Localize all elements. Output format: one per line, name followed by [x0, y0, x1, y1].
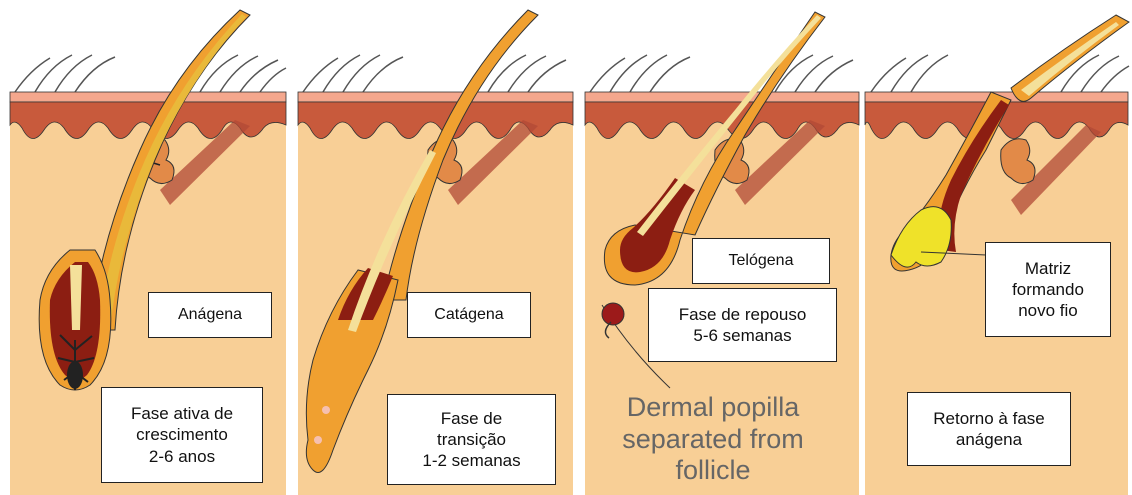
stage-label-catagen: Catágena	[407, 292, 531, 338]
stage-label-telogen: Telógena	[692, 238, 830, 284]
skin-hairs	[303, 55, 566, 92]
stage-description-return: Retorno à fase anágena	[907, 392, 1071, 466]
stage-description-catagen: Fase de transição 1-2 semanas	[387, 394, 556, 485]
dermal-papilla-annotation: Dermal popilla separated from follicle	[603, 392, 823, 487]
panel-return-anagen: Matriz formando novo fio Retorno à fase …	[861, 0, 1132, 495]
stage-description-telogen: Fase de repouso 5-6 semanas	[648, 288, 837, 362]
panel-catagen: Catágena Fase de transição 1-2 semanas	[288, 0, 575, 495]
skin-hairs	[15, 55, 286, 92]
panel-telogen: Telógena Fase de repouso 5-6 semanas Der…	[575, 0, 861, 495]
panel-anagen: Anágena Fase ativa de crescimento 2-6 an…	[0, 0, 288, 495]
skin-hairs	[871, 55, 1129, 92]
stage-description-anagen: Fase ativa de crescimento 2-6 anos	[101, 387, 263, 483]
skin-hairs	[590, 55, 853, 92]
stage-label-matrix: Matriz formando novo fio	[985, 242, 1111, 337]
stage-label-anagen: Anágena	[148, 292, 272, 338]
